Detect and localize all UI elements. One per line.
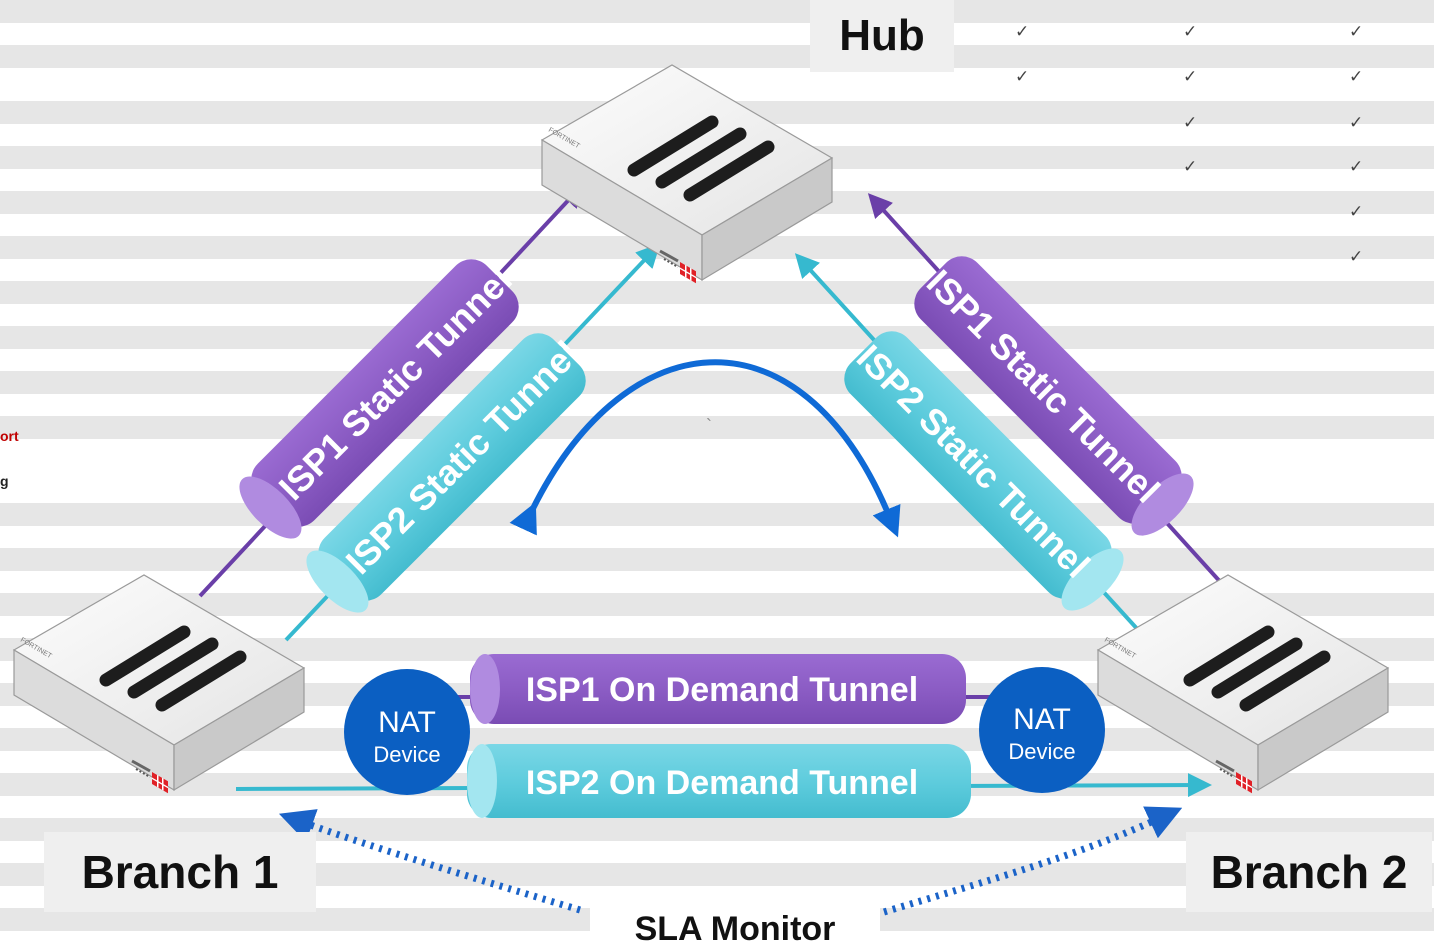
check-mark: ✓ <box>1183 157 1198 177</box>
hub-label: Hub <box>810 0 954 72</box>
check-mark: ✓ <box>1349 247 1364 267</box>
hub-device: FORTINET <box>542 65 832 283</box>
sla-arrow-left <box>278 809 582 914</box>
check-mark: ✓ <box>1349 113 1364 133</box>
branch-to-branch-arrow <box>509 359 901 538</box>
table-stripe <box>0 326 1434 349</box>
check-mark: ✓ <box>1015 67 1030 87</box>
nat-subtitle: Device <box>1008 739 1075 764</box>
branch2-device: FORTINET <box>1098 575 1388 793</box>
check-mark: ✓ <box>1183 67 1198 87</box>
table-left-fragment: g <box>0 473 9 489</box>
check-mark: ✓ <box>1015 22 1030 42</box>
stray-mark: ` <box>706 416 712 436</box>
nat-device-right: NAT Device <box>979 667 1105 793</box>
check-mark: ✓ <box>1349 202 1364 222</box>
table-stripe <box>0 863 1434 886</box>
table-stripe <box>0 638 1434 661</box>
check-mark: ✓ <box>1349 157 1364 177</box>
tunnel-isp2-ondemand: ISP2 On Demand Tunnel <box>467 744 971 818</box>
table-left-fragment: ort <box>0 428 19 444</box>
check-mark: ✓ <box>1349 22 1364 42</box>
branch1-device: FORTINET <box>14 575 304 793</box>
table-stripe <box>0 45 1434 68</box>
branch1-label: Branch 1 <box>44 832 316 912</box>
check-mark: ✓ <box>1349 67 1364 87</box>
tunnel-label: ISP1 On Demand Tunnel <box>526 671 918 709</box>
check-mark: ✓ <box>1183 113 1198 133</box>
sla-arrow-right <box>882 806 1183 916</box>
tunnel-label: ISP2 On Demand Tunnel <box>526 764 918 802</box>
table-stripe <box>0 281 1434 304</box>
check-mark: ✓ <box>1183 22 1198 42</box>
tunnel-isp1-ondemand: ISP1 On Demand Tunnel <box>470 654 966 724</box>
nat-title: NAT <box>378 706 436 739</box>
branch2-label: Branch 2 <box>1186 832 1432 912</box>
sla-monitor-label: SLA Monitor <box>590 906 880 952</box>
nat-subtitle: Device <box>373 742 440 767</box>
nat-device-left: NAT Device <box>344 669 470 795</box>
table-stripe <box>0 0 1434 23</box>
nat-title: NAT <box>1013 703 1071 736</box>
table-stripe <box>0 818 1434 841</box>
